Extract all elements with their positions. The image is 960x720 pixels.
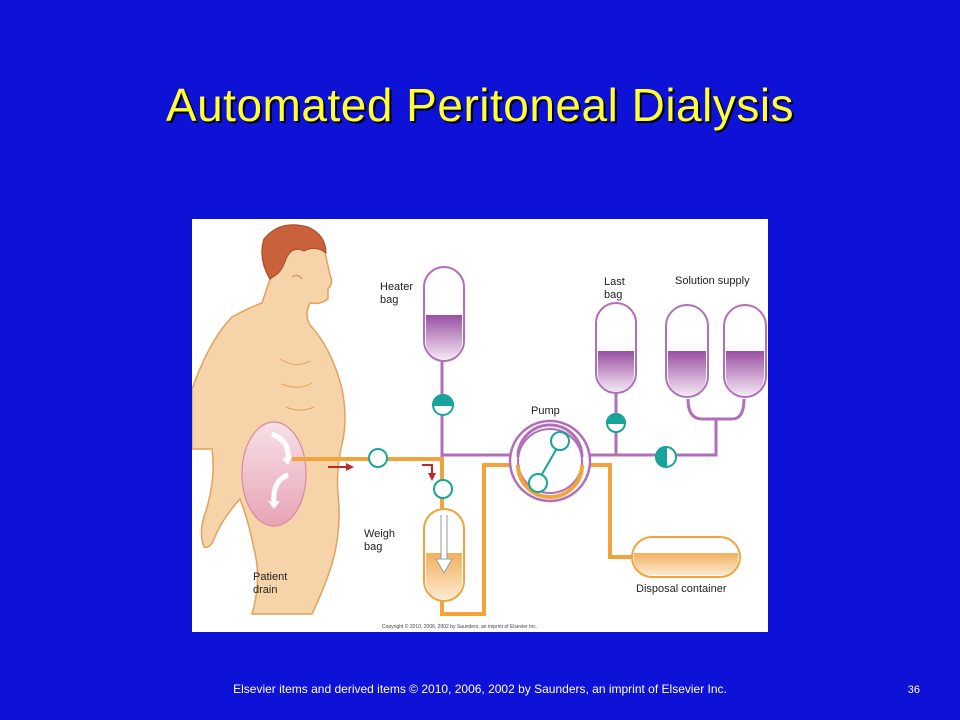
flow-arrows — [328, 463, 436, 481]
label-disposal-container: Disposal container — [636, 583, 727, 595]
page-number: 36 — [907, 684, 920, 696]
pump — [508, 419, 592, 503]
label-last-bag: Last bag — [604, 276, 625, 301]
label-patient-drain: Patient drain — [253, 571, 288, 596]
label-weigh-bag: Weigh bag — [364, 528, 395, 553]
last-bag — [595, 302, 637, 394]
solution-supply-bags — [665, 304, 767, 398]
heater-bag — [423, 266, 465, 362]
label-solution-supply: Solution supply — [675, 275, 750, 287]
slide-title: Automated Peritoneal Dialysis — [165, 79, 795, 131]
disposal-container — [631, 536, 741, 578]
label-pump: Pump — [531, 405, 560, 417]
label-heater-bag: Heater bag — [380, 281, 414, 306]
weigh-bag — [423, 508, 465, 602]
figure-copyright: Copyright © 2010, 2006, 2002 by Saunders… — [382, 624, 538, 630]
patient-figure — [192, 224, 346, 615]
dialysis-diagram: Heater bag Last bag Solution supply Pump… — [192, 219, 768, 632]
footer-copyright: Elsevier items and derived items © 2010,… — [233, 682, 727, 696]
valves — [368, 394, 677, 499]
diagram-drawing — [192, 224, 767, 616]
